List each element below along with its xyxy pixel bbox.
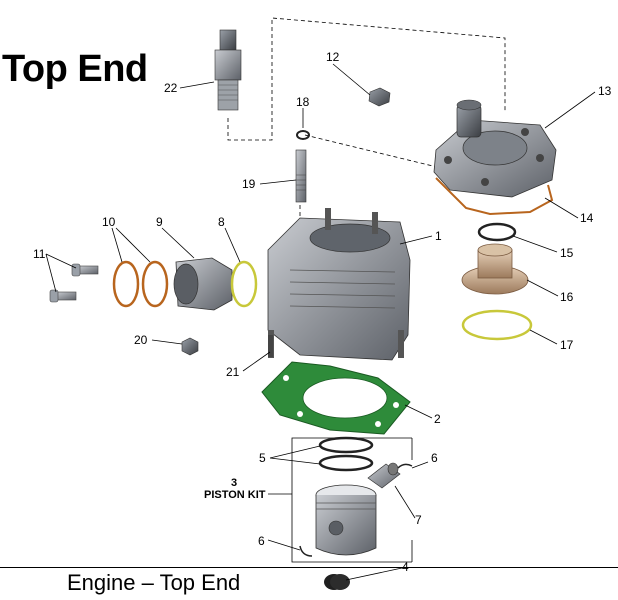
piston-kit-label: PISTON KIT <box>204 489 266 501</box>
bolts-part-11 <box>49 263 99 303</box>
circlip-part-6a <box>397 463 413 469</box>
needle-bearing-part-4 <box>324 574 350 590</box>
stud-part-21 <box>268 335 273 357</box>
piston-part-3 <box>315 484 377 556</box>
nut-part-20 <box>181 337 199 356</box>
spark-plug-part-22 <box>214 29 242 111</box>
circlip-part-6b <box>299 545 313 557</box>
callout-9: 9 <box>156 215 163 229</box>
callout-13: 13 <box>598 84 612 98</box>
callout-6a: 6 <box>431 451 438 465</box>
o-ring-part-8 <box>230 260 258 308</box>
callout-20: 20 <box>134 333 148 347</box>
callout-6b: 6 <box>258 534 265 548</box>
exhaust-flange-part-9 <box>173 257 233 311</box>
callout-1: 1 <box>435 229 442 243</box>
callout-22: 22 <box>164 81 178 95</box>
wrist-pin-part-7 <box>367 462 401 489</box>
callout-12: 12 <box>326 50 340 64</box>
nut-part-12 <box>368 87 391 107</box>
callout-10: 10 <box>102 215 116 229</box>
cylinder-head-part-13 <box>433 99 557 198</box>
callout-19: 19 <box>242 177 256 191</box>
callout-5: 5 <box>259 451 266 465</box>
callout-16: 16 <box>560 290 574 304</box>
cylinder-part-1 <box>267 208 411 361</box>
callout-14: 14 <box>580 211 594 225</box>
callout-8: 8 <box>218 215 225 229</box>
head-gasket-part-14 <box>435 177 554 216</box>
leader-lines <box>45 63 596 581</box>
o-ring-part-15 <box>477 222 517 242</box>
callout-7: 7 <box>415 513 422 527</box>
callout-11: 11 <box>33 247 46 261</box>
callout-3: 3 <box>231 477 237 489</box>
callout-21: 21 <box>226 365 240 379</box>
footer-rule <box>0 567 618 568</box>
footer-caption: Engine – Top End <box>67 570 241 595</box>
o-ring-part-18 <box>296 130 310 140</box>
stud-part-19 <box>295 149 307 203</box>
o-rings-part-10 <box>112 260 169 308</box>
callout-2: 2 <box>434 412 441 426</box>
base-gasket-part-2 <box>261 361 411 435</box>
callout-18: 18 <box>296 95 310 109</box>
page-title: Top End <box>2 48 148 90</box>
piston-kit-bracket <box>291 437 302 563</box>
callout-15: 15 <box>560 246 574 260</box>
combustion-insert-part-16 <box>461 243 529 295</box>
callout-17: 17 <box>560 338 574 352</box>
piston-rings-part-5 <box>318 436 374 472</box>
o-ring-part-17 <box>461 309 533 341</box>
